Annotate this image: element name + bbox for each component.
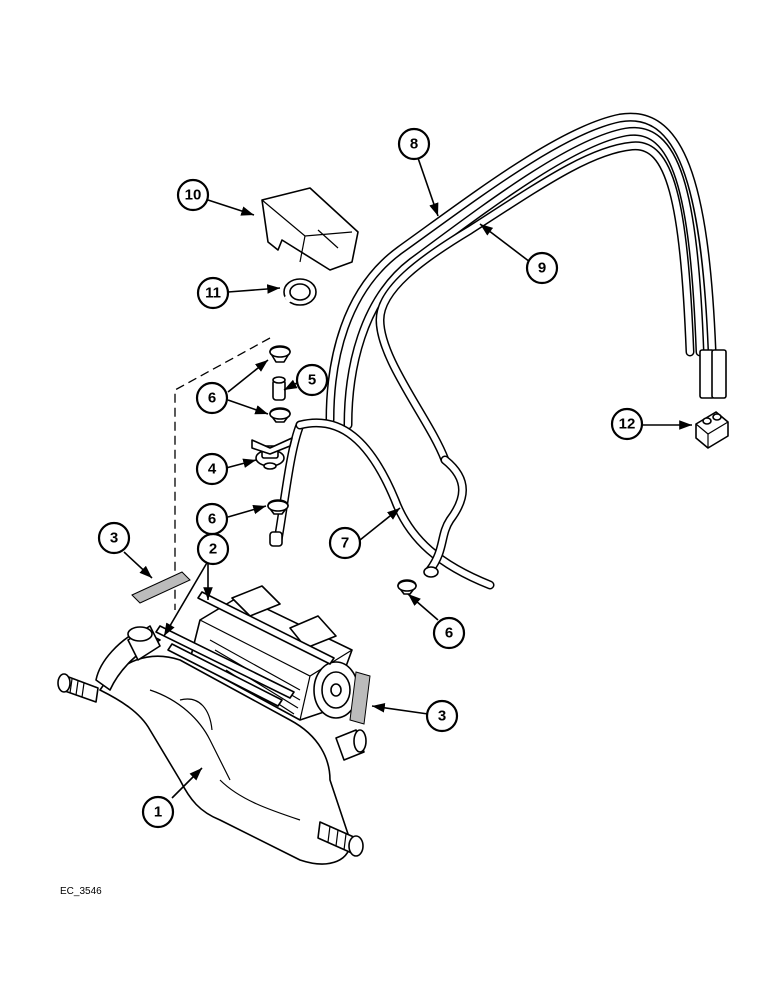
part-1-heater-housing [57, 625, 367, 865]
part-5-connector [272, 376, 286, 401]
part-11-ring-clip [283, 278, 317, 306]
callout-4-label: 4 [208, 461, 217, 478]
callout-1: 1 [141, 795, 175, 829]
callout-10: 10 [176, 178, 210, 212]
callout-6-upper: 6 [195, 381, 229, 415]
hose-7 [269, 418, 495, 590]
callout-7-label: 7 [341, 535, 349, 552]
part-3-foam-strip-left [131, 571, 191, 604]
part-4-valve [251, 437, 293, 470]
callout-7: 7 [328, 526, 362, 560]
hose-sleeve [711, 349, 727, 399]
part-6-clamp-mid [269, 407, 291, 423]
callout-8-label: 8 [410, 136, 418, 153]
hose-pair-8-9 [325, 112, 727, 465]
callout-11-label: 11 [205, 285, 221, 302]
pipe-bottom [317, 821, 364, 857]
callout-1-label: 1 [154, 804, 162, 821]
part-12-connector-block [695, 411, 729, 449]
callout-5: 5 [295, 363, 329, 397]
callout-3-left-label: 3 [110, 530, 118, 547]
hose-end [269, 531, 283, 547]
part-3-foam-strip-right [349, 671, 371, 725]
part-10-block [261, 187, 359, 271]
hose-end [423, 566, 439, 578]
callout-3-right: 3 [425, 699, 459, 733]
callout-6-lower-label: 6 [208, 511, 216, 528]
assembly-guide-line [174, 337, 271, 610]
callout-11: 11 [196, 276, 230, 310]
callout-2-label: 2 [209, 541, 217, 558]
callout-5-label: 5 [308, 372, 316, 389]
callout-4: 4 [195, 452, 229, 486]
part-6-clamp-right [397, 579, 417, 595]
pipe-top [127, 625, 161, 661]
leader-lines [123, 157, 692, 799]
callout-9-label: 9 [538, 260, 546, 277]
callout-3-right-label: 3 [438, 708, 446, 725]
callout-12-label: 12 [619, 416, 636, 433]
pipe-left [57, 673, 99, 703]
callout-6-upper-label: 6 [208, 390, 216, 407]
part-2-bars [155, 591, 335, 707]
callout-12: 12 [610, 407, 644, 441]
pipe-right [335, 729, 367, 761]
callout-3-left: 3 [97, 521, 131, 555]
callout-10-label: 10 [185, 187, 202, 204]
callout-6-lower: 6 [195, 502, 229, 536]
callout-6-right-label: 6 [445, 625, 453, 642]
callout-9: 9 [525, 251, 559, 285]
callout-8: 8 [397, 127, 431, 161]
part-6-clamp-upper [269, 345, 291, 363]
callout-6-right: 6 [432, 616, 466, 650]
part-6-clamp-lower [267, 499, 289, 515]
callout-2: 2 [196, 532, 230, 566]
reference-code: EC_3546 [60, 886, 102, 897]
